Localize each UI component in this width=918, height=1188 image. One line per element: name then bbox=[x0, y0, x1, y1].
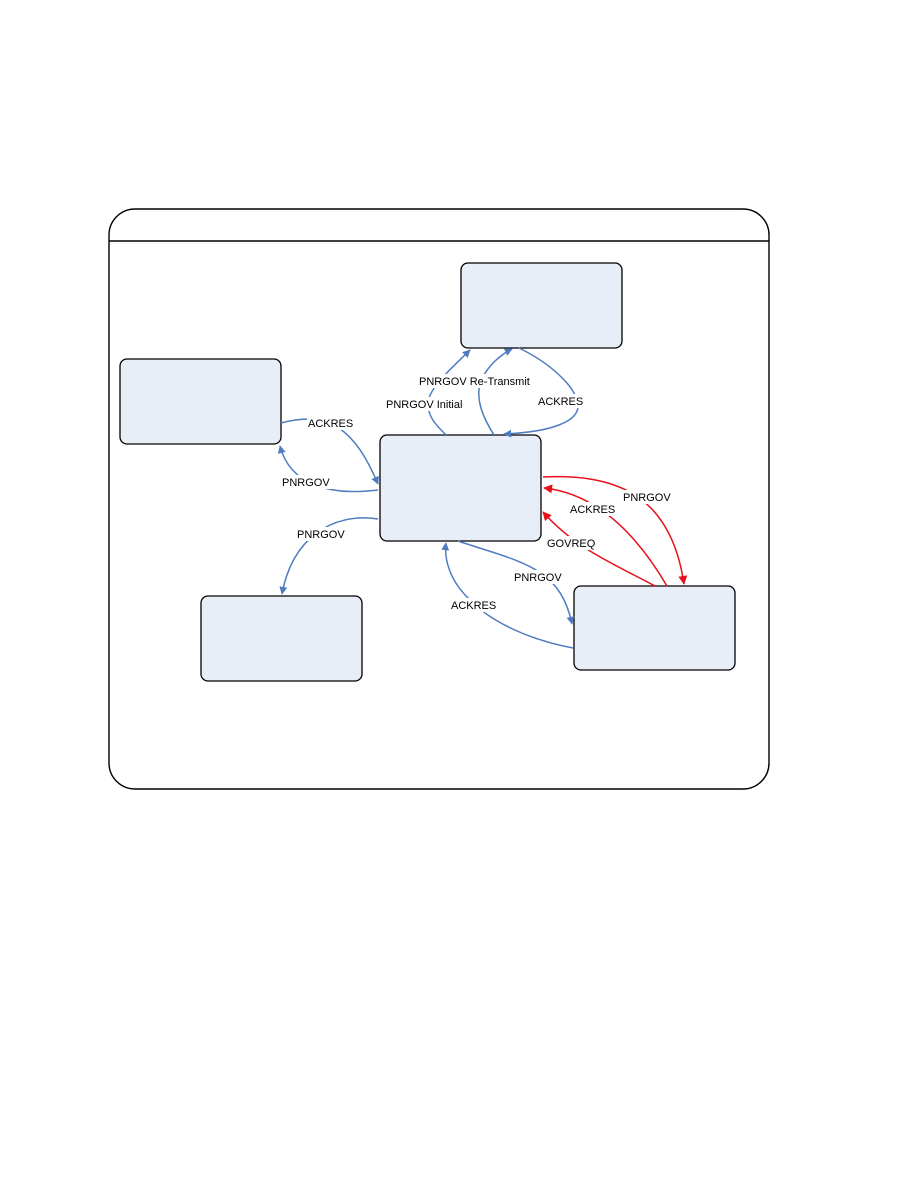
node-left bbox=[119, 358, 282, 445]
edge-pnrgov-bottom-right bbox=[457, 540, 575, 625]
node-right bbox=[573, 585, 736, 671]
label-pnrgov-red: PNRGOV bbox=[623, 492, 671, 504]
node-top bbox=[460, 262, 623, 349]
node-bottom-left bbox=[200, 595, 363, 682]
edge-labels: PNRGOV Re-Transmit PNRGOV Initial ACKRES… bbox=[281, 374, 677, 612]
edge-ackres-red bbox=[543, 484, 668, 587]
label-ackres-left: ACKRES bbox=[308, 418, 353, 430]
label-pnrgov-bottom-right: PNRGOV bbox=[514, 572, 562, 584]
label-pnrgov-retransmit: PNRGOV Re-Transmit bbox=[419, 376, 530, 388]
edge-govreq bbox=[542, 511, 656, 587]
label-pnrgov-left: PNRGOV bbox=[282, 477, 330, 489]
label-pnrgov-bottom-left: PNRGOV bbox=[297, 529, 345, 541]
node-center bbox=[379, 434, 542, 542]
label-govreq: GOVREQ bbox=[547, 538, 596, 550]
label-ackres-red: ACKRES bbox=[570, 504, 615, 516]
label-ackres-top: ACKRES bbox=[538, 396, 583, 408]
label-ackres-bottom: ACKRES bbox=[451, 600, 496, 612]
label-pnrgov-initial: PNRGOV Initial bbox=[386, 399, 462, 411]
